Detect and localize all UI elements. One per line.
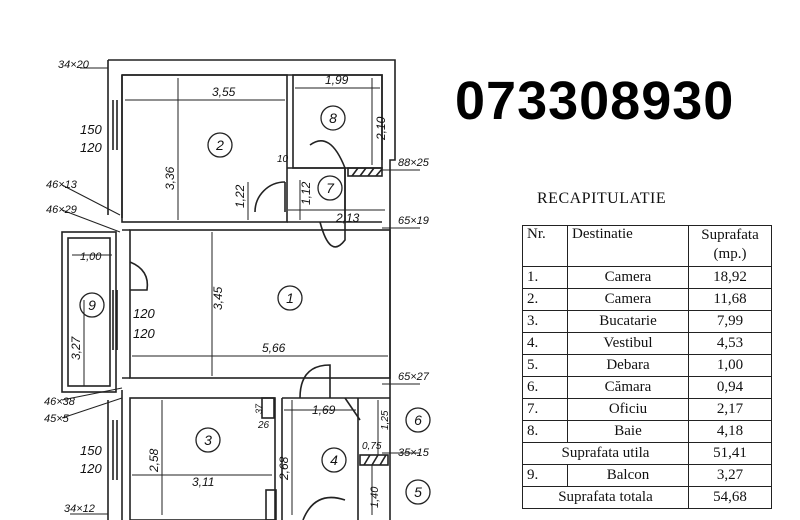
dim-label: 1,00 bbox=[80, 251, 102, 263]
wall-label: 150 bbox=[80, 122, 102, 137]
dim-label: 3,36 bbox=[163, 166, 177, 190]
room-circle-6 bbox=[405, 407, 431, 433]
dim-label: 1,25 bbox=[380, 410, 391, 430]
dim-label: 3,27 bbox=[69, 335, 83, 360]
room-circle-2 bbox=[207, 132, 233, 158]
room-circle-3 bbox=[195, 427, 221, 453]
dim-label: 26 bbox=[257, 420, 270, 431]
dim-label: 1,12 bbox=[299, 181, 313, 205]
room-circle-9 bbox=[79, 292, 105, 318]
table-header-row: Nr. Destinatie Suprafata (mp.) bbox=[522, 225, 772, 267]
dim-label: 2,13 bbox=[335, 211, 360, 225]
room-label-7: 7 bbox=[326, 180, 335, 196]
room-label-1: 1 bbox=[286, 290, 294, 306]
wall-label: 120 bbox=[133, 306, 155, 321]
wall-label: 46×29 bbox=[46, 204, 77, 216]
table-row-totala: Suprafata totala 54,68 bbox=[522, 486, 772, 509]
room-label-2: 2 bbox=[215, 137, 224, 153]
wall-label: 46×13 bbox=[46, 179, 78, 191]
dim-label: 3,11 bbox=[192, 475, 214, 489]
dim-label: 10 bbox=[277, 154, 289, 165]
header-surf-line1: Suprafata bbox=[701, 227, 759, 243]
wall-label: 45×5 bbox=[44, 413, 70, 425]
totala-label: Suprafata totala bbox=[522, 486, 689, 509]
table-row-utila: Suprafata utila 51,41 bbox=[522, 442, 772, 465]
room-label-6: 6 bbox=[414, 412, 422, 428]
room-9-outline bbox=[61, 231, 117, 393]
wall-label: 88×25 bbox=[398, 157, 430, 169]
phone-number: 073308930 bbox=[455, 71, 735, 131]
recap-title: RECAPITULATIE bbox=[537, 190, 667, 207]
dim-label: 1,40 bbox=[369, 486, 381, 508]
room-label-4: 4 bbox=[330, 452, 338, 468]
wall-label: 34×12 bbox=[64, 503, 95, 515]
room-circle-7 bbox=[317, 175, 343, 201]
header-nr: Nr. bbox=[522, 225, 568, 267]
room-label-8: 8 bbox=[329, 110, 337, 126]
dim-label: 1,99 bbox=[325, 73, 349, 87]
dim-label: 0,75 bbox=[362, 441, 382, 452]
table-row-balcon: 9. Balcon 3,27 bbox=[522, 464, 772, 487]
wall-label: 65×19 bbox=[398, 215, 429, 227]
room-label-5: 5 bbox=[414, 484, 422, 500]
wall-label: 46×38 bbox=[44, 396, 76, 408]
dim-label: 2,68 bbox=[277, 456, 291, 481]
dim-label: 3,45 bbox=[211, 286, 225, 310]
room-label-9: 9 bbox=[88, 297, 96, 313]
left-wall bbox=[107, 60, 123, 218]
wall-label: 34×20 bbox=[58, 59, 90, 71]
utila-label: Suprafata utila bbox=[522, 442, 689, 465]
dim-label: 5,66 bbox=[262, 341, 286, 355]
header-surf-line2: (mp.) bbox=[713, 246, 747, 262]
utila-value: 51,41 bbox=[688, 442, 772, 465]
dim-label: 2,10 bbox=[374, 116, 388, 141]
room-1-outline bbox=[129, 229, 391, 379]
dim-label: 37 bbox=[254, 403, 264, 414]
room-label-3: 3 bbox=[204, 432, 212, 448]
dim-label: 1,22 bbox=[233, 184, 247, 208]
room-circle-1 bbox=[277, 285, 303, 311]
room-circle-4 bbox=[321, 447, 347, 473]
floor-plan: 2 8 7 1 9 3 4 6 5 3,55 1,99 2,10 3,36 1,… bbox=[44, 59, 431, 520]
totala-value: 54,68 bbox=[688, 486, 772, 509]
room-3-outline bbox=[129, 397, 276, 520]
wall-label: 150 bbox=[80, 443, 102, 458]
dim-label: 1,69 bbox=[312, 403, 336, 417]
wall-label: 120 bbox=[80, 461, 102, 476]
wall-label: 35×15 bbox=[398, 447, 430, 459]
wall-label: 65×27 bbox=[398, 371, 430, 383]
wall-label: 120 bbox=[80, 140, 102, 155]
header-surf: Suprafata (mp.) bbox=[688, 225, 772, 267]
wall-label: 120 bbox=[133, 326, 155, 341]
dim-label: 2,58 bbox=[147, 448, 161, 473]
header-dest: Destinatie bbox=[567, 225, 689, 267]
room-circle-5 bbox=[405, 479, 431, 505]
room-2-outline bbox=[121, 74, 288, 223]
room-circle-8 bbox=[320, 105, 346, 131]
dim-label: 3,55 bbox=[212, 85, 236, 99]
